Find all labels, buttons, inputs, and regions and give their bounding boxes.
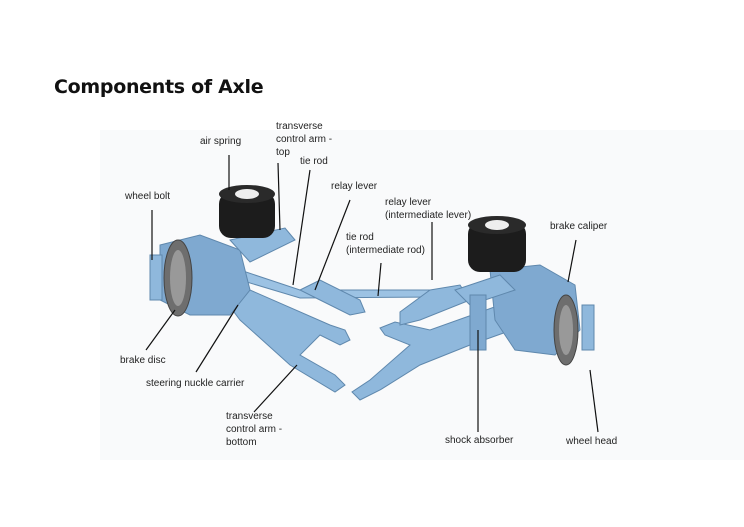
label-line: tie rod: [346, 232, 374, 243]
wheel-hub-left: [149, 254, 163, 301]
label-transverse-control-arm-bottom: transverse control arm - bottom: [226, 410, 282, 449]
leader-tie-rod: [292, 169, 311, 286]
leader-wheel-head: [589, 369, 599, 433]
axle-assembly: [159, 227, 581, 401]
air-spring-left: [219, 192, 275, 238]
leader-lines: [145, 155, 599, 433]
wheel-hub-right: [581, 304, 595, 351]
label-brake-caliper: brake caliper: [550, 221, 608, 232]
relay-lever-right: [399, 284, 471, 326]
label-air-spring: air spring: [200, 136, 242, 147]
label-line: control arm -: [226, 424, 283, 435]
label-wheel-bolt: wheel bolt: [125, 191, 171, 202]
label-line: (intermediate rod): [346, 245, 425, 256]
leader-brake-caliper: [567, 239, 577, 283]
label-brake-disc: brake disc: [120, 355, 166, 366]
label-line: top: [276, 147, 290, 158]
relay-lever-left: [298, 279, 366, 316]
label-tie-rod-intermediate: tie rod (intermediate rod): [346, 231, 425, 257]
label-relay-lever-intermediate: relay lever (intermediate lever): [385, 196, 471, 222]
leader-tie-rod-intermediate: [377, 262, 382, 297]
brake-discs: [149, 239, 595, 366]
label-line: transverse: [226, 411, 273, 422]
leader-brake-disc: [145, 309, 176, 351]
label-line: relay lever: [385, 197, 432, 208]
label-line: bottom: [226, 437, 257, 448]
lower-control-arm-left: [224, 289, 351, 393]
leader-transverse-top: [277, 162, 281, 231]
leader-relay-lever: [314, 199, 351, 291]
label-relay-lever: relay lever: [331, 181, 378, 192]
label-wheel-head: wheel head: [566, 436, 618, 447]
slide-title: Components of Axle: [54, 76, 264, 98]
label-line: transverse: [276, 121, 323, 132]
label-transverse-control-arm-top: transverse control arm - top: [276, 120, 332, 159]
label-tie-rod: tie rod: [300, 156, 328, 167]
air-springs: [219, 185, 526, 272]
air-spring-right: [468, 222, 526, 272]
label-line: control arm -: [276, 134, 333, 145]
leader-transverse-bottom: [253, 364, 298, 413]
label-steering-nuckle-carrier: steering nuckle carrier: [146, 378, 245, 389]
label-shock-absorber: shock absorber: [445, 435, 514, 446]
label-line: (intermediate lever): [385, 210, 472, 221]
lower-control-arm-right: [351, 304, 542, 401]
leader-steering-nuckle: [195, 304, 239, 373]
